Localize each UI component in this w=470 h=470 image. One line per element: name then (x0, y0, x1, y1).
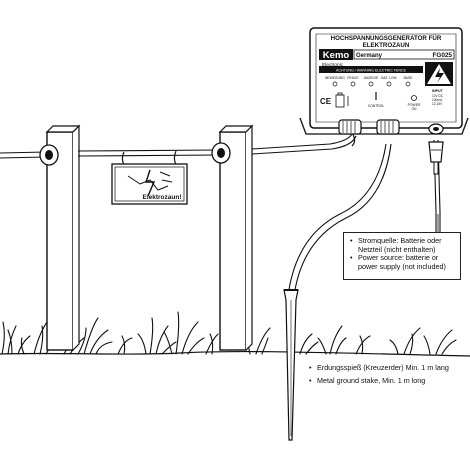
brand-logo-box (319, 49, 353, 60)
control-switch: CONTROL (368, 92, 385, 108)
ground-en-line: Metal ground stake, Min. 1 m long (317, 375, 426, 385)
power-de-line2: Netzteil (nicht enthalten) (358, 244, 436, 254)
cable-gland-fence (338, 119, 362, 135)
svg-text:ON: ON (412, 107, 417, 111)
warning-strip: ACHTUNG / WARNING ELECTRIC FENCE (336, 69, 407, 73)
input-spec: INPUT 12V DC 100mA 12-15V (432, 89, 444, 106)
brand-sub: Electronic (322, 62, 344, 68)
origin-label: Germany (356, 53, 383, 59)
insulator-left (39, 144, 59, 166)
ground-cable (287, 143, 392, 297)
svg-text:BASE: BASE (404, 76, 414, 80)
sign-text: Elektrozaun! (142, 194, 181, 201)
power-plug-icon (428, 141, 444, 175)
fence-wire (0, 133, 357, 159)
svg-text:ANZEIGE: ANZEIGE (364, 76, 379, 80)
ground-stake (283, 289, 299, 441)
power-source-callout: •Stromquelle: Batterie oder Netzteil (ni… (343, 232, 461, 280)
svg-text:CONTROL: CONTROL (368, 104, 385, 108)
model-label: FG025 (432, 52, 452, 59)
indicator-leds (332, 81, 411, 87)
insulator-right (211, 142, 231, 164)
ce-mark: CE (320, 97, 332, 106)
lightning-warning-icon (425, 62, 453, 86)
power-indicator: POWER ON (408, 95, 421, 111)
svg-text:INPUT: INPUT (432, 89, 444, 93)
lightning-hand-icon (127, 169, 173, 197)
power-de-line1: Stromquelle: Batterie oder (358, 236, 442, 245)
fence-generator: HOCHSPANNUNGSGENERATOR FÜR ELEKTROZAUN K… (299, 27, 469, 135)
ground-de-line: Erdungsspieß (Kreuzerder) Min. 1 m lang (317, 363, 449, 372)
svg-text:100mA: 100mA (432, 98, 443, 102)
ground-stake-callout: •Erdungsspieß (Kreuzerder) Min. 1 m lang… (309, 363, 449, 385)
fence-post-right (218, 124, 254, 351)
svg-text:FENCE: FENCE (347, 76, 359, 80)
svg-text:BAT. LOW: BAT. LOW (381, 76, 397, 80)
power-en-line2: power supply (not included) (358, 261, 446, 271)
power-en-line1: Power source: batterie or (358, 253, 439, 263)
generator-title-2: ELEKTROZAUN (363, 42, 410, 49)
svg-text:POWER: POWER (408, 103, 421, 107)
warning-sign: Elektrozaun! (111, 150, 188, 205)
brand-logo: Kemo (323, 50, 350, 61)
battery-icon (335, 92, 349, 108)
cable-gland-ground (376, 119, 400, 135)
svg-text:12V DC: 12V DC (432, 94, 444, 98)
panel-labels: BEWEGUNG FENCE ANZEIGE BAT. LOW BASE (325, 76, 413, 80)
svg-text:BEWEGUNG: BEWEGUNG (325, 76, 345, 80)
svg-text:12-15V: 12-15V (432, 102, 443, 106)
power-socket (428, 123, 444, 135)
generator-title-1: HOCHSPANNUNGSGENERATOR FÜR (331, 35, 442, 42)
fence-post-left (45, 124, 81, 351)
